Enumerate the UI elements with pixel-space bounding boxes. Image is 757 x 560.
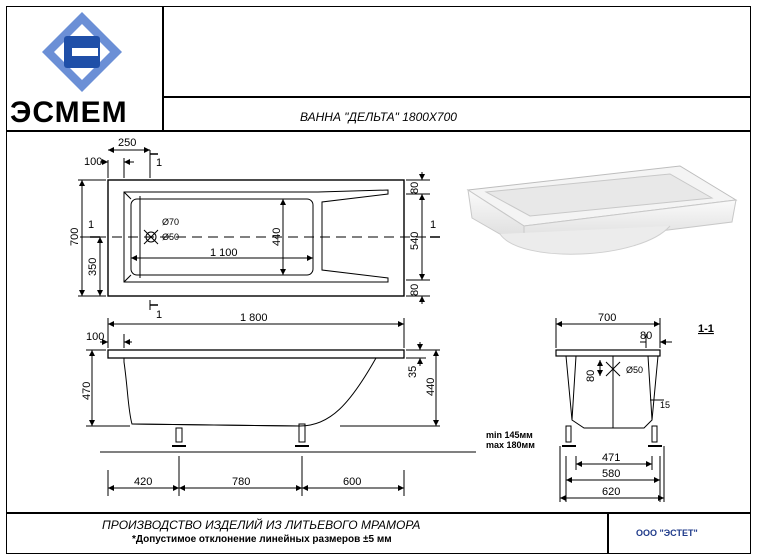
dim-1100: 1 100	[210, 247, 238, 259]
footer-divider	[607, 512, 609, 554]
dim-440-inner: 440	[271, 228, 283, 246]
dim-35: 35	[407, 366, 419, 378]
drain-d70: Ø70	[162, 217, 179, 227]
footer-main-text: ПРОИЗВОДСТВО ИЗДЕЛИЙ ИЗ ЛИТЬЕВОГО МРАМОР…	[102, 518, 421, 532]
dim-80-top: 80	[409, 182, 421, 194]
section-view	[555, 318, 672, 502]
dim-80-bottom: 80	[409, 284, 421, 296]
section-mark-top: 1	[156, 157, 162, 169]
footer-top-line	[6, 512, 751, 514]
dim-470: 470	[81, 382, 93, 400]
dim-250: 250	[118, 137, 136, 149]
logo-text: ЭСМЕМ	[10, 96, 128, 129]
dim-471: 471	[602, 452, 620, 464]
dim-580: 580	[602, 468, 620, 480]
section-mark-left: 1	[88, 219, 94, 231]
company-name: ООО "ЭСТЕТ"	[636, 528, 698, 538]
header-bottom-line	[6, 130, 751, 132]
drawing-title: ВАННА "ДЕЛЬТА" 1800Х700	[300, 110, 457, 124]
dim-350: 350	[87, 258, 99, 276]
section-d50: Ø50	[626, 365, 643, 375]
dim-1800: 1 800	[240, 312, 268, 324]
footer-note: *Допустимое отклонение линейных размеров…	[132, 534, 392, 545]
dim-440-side: 440	[425, 378, 437, 396]
dim-540: 540	[409, 232, 421, 250]
dim-100-top: 100	[84, 156, 102, 168]
dim-15: 15	[660, 400, 670, 410]
drain-d50: Ø50	[162, 232, 179, 242]
logo-icon	[42, 12, 122, 92]
drawing-frame	[6, 6, 751, 554]
dim-420: 420	[134, 476, 152, 488]
dim-80-section-side: 80	[585, 370, 597, 382]
top-view-labels: 250 100 1 1 1 1 700 350 440 1 100 Ø70 Ø5…	[69, 137, 436, 321]
section-mark-right: 1	[430, 219, 436, 231]
bathtub-photo	[466, 165, 738, 255]
section-mark-bottom: 1	[156, 309, 162, 321]
dim-100-side: 100	[86, 331, 104, 343]
side-view-labels: 100 1 800 470 35 440 420 780 600 min 145…	[81, 312, 535, 488]
title-row-top-line	[162, 96, 751, 98]
dim-700-section: 700	[598, 312, 616, 324]
dim-780: 780	[232, 476, 250, 488]
dim-620: 620	[602, 486, 620, 498]
section-view-labels: 1-1 700 80 80 Ø50 15 471 580 620	[585, 312, 714, 498]
title-block-divider	[162, 6, 164, 130]
side-view	[86, 318, 476, 496]
top-view	[78, 147, 440, 310]
legs-max: max 180мм	[486, 440, 535, 450]
section-label: 1-1	[698, 323, 714, 335]
legs-min: min 145мм	[486, 430, 533, 440]
dim-80-section-top: 80	[640, 330, 652, 342]
dim-700-top: 700	[69, 228, 81, 246]
dim-600: 600	[343, 476, 361, 488]
